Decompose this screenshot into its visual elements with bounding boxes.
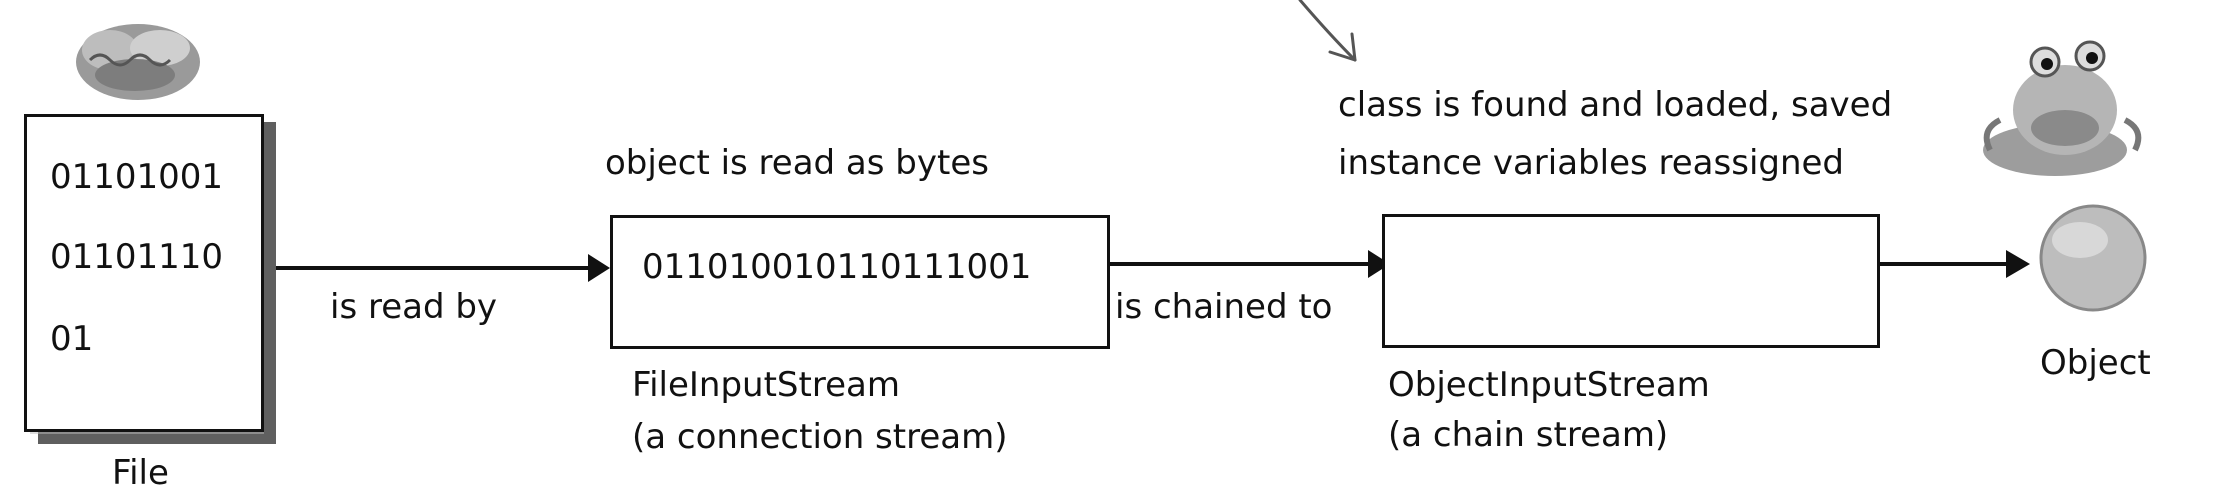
ois-name: ObjectInputStream (1388, 365, 1710, 405)
file-bit-line-1: 01101001 (50, 157, 224, 197)
ois-desc: (a chain stream) (1388, 415, 1669, 455)
edge-fis-to-ois (1110, 250, 1390, 278)
fis-content: 011010010110111001 (642, 247, 1032, 287)
file-input-stream-box (610, 215, 1110, 349)
edge-file-to-fis (276, 254, 610, 282)
pointer-arrow-icon (1298, 0, 1357, 62)
edge-label-read-by: is read by (330, 287, 498, 327)
crab-creature-icon (1983, 40, 2142, 176)
file-label: File (112, 453, 169, 493)
file-box (24, 114, 264, 432)
file-bit-line-2: 01101110 (50, 237, 224, 277)
edge-ois-to-object (1880, 250, 2030, 278)
file-bit-line-3: 01 (50, 319, 94, 359)
edge-label-chained-to: is chained to (1115, 287, 1333, 327)
fis-name: FileInputStream (632, 365, 900, 405)
object-input-stream-box (1382, 214, 1880, 348)
ois-annotation-line-2: instance variables reassigned (1338, 143, 1845, 183)
ois-annotation-line-1: class is found and loaded, saved (1338, 85, 1893, 125)
object-label: Object (2040, 343, 2151, 383)
object-sphere-icon (2039, 204, 2147, 312)
brain-blob-icon (76, 24, 200, 100)
fis-annotation: object is read as bytes (605, 143, 989, 183)
fis-desc: (a connection stream) (632, 417, 1008, 457)
